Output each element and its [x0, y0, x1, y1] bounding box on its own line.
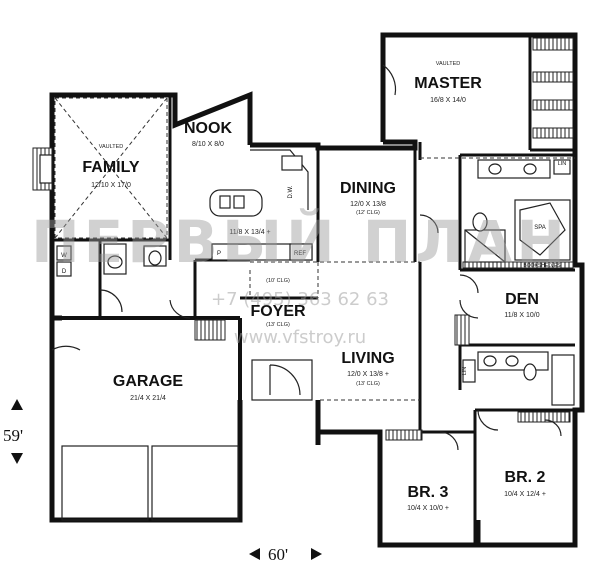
svg-text:BR. 2: BR. 2 [505, 469, 546, 486]
width-dimension: 60' [249, 545, 322, 564]
svg-text:10/4 X 10/0 +: 10/4 X 10/0 + [407, 505, 449, 512]
width-label: 60' [268, 545, 288, 564]
watermark-site: www.vfstroy.ru [234, 327, 366, 348]
room-label-foyer: FOYER (13' CLG) [250, 303, 306, 328]
svg-text:VAULTED: VAULTED [99, 144, 124, 150]
svg-text:BR. 3: BR. 3 [408, 484, 449, 501]
room-label-living: LIVING 12/0 X 13/8 + (13' CLG) [341, 350, 394, 387]
bookshelves-label: BOOKSHELVES [523, 263, 561, 269]
svg-text:16/8 X 14/0: 16/8 X 14/0 [430, 97, 466, 104]
svg-text:11/8 X 10/0: 11/8 X 10/0 [504, 312, 539, 319]
svg-text:10/4 X 12/4 +: 10/4 X 12/4 + [504, 491, 546, 498]
room-label-br3: BR. 3 10/4 X 10/0 + [407, 484, 449, 512]
room-label-den: DEN 11/8 X 10/0 [504, 291, 539, 319]
svg-text:(13' CLG): (13' CLG) [356, 381, 380, 387]
svg-text:(12' CLG): (12' CLG) [356, 210, 380, 216]
room-label-nook: NOOK 8/10 X 8/0 [184, 120, 232, 148]
watermark-phone: +7 (495) 363 62 63 [211, 289, 389, 310]
arrow-up-icon [11, 399, 23, 410]
dashed-openings [54, 97, 575, 401]
arrow-left-icon [249, 548, 260, 560]
spa-label: SPA [534, 225, 546, 231]
svg-text:8/10 X 8/0: 8/10 X 8/0 [192, 141, 224, 148]
svg-text:12/0 X 13/8 +: 12/0 X 13/8 + [347, 371, 389, 378]
svg-text:MASTER: MASTER [414, 75, 482, 92]
arrow-down-icon [11, 453, 23, 464]
exterior-walls [49, 32, 585, 548]
room-label-garage: GARAGE 21/4 X 21/4 [113, 373, 184, 402]
svg-text:GARAGE: GARAGE [113, 373, 184, 390]
svg-text:11/8 X 13/4 +: 11/8 X 13/4 + [229, 229, 270, 236]
svg-text:12/0 X 13/8: 12/0 X 13/8 [350, 201, 386, 208]
room-label-dining: DINING 12/0 X 13/8 (12' CLG) [340, 180, 396, 216]
hall-bath-fixtures [462, 351, 575, 406]
svg-text:12/10 X 17/0: 12/10 X 17/0 [91, 182, 131, 189]
garage-side-door [51, 345, 81, 351]
watermark-brand: ПЕРВЫЙ ПЛАН [31, 207, 569, 276]
linen-bath-label: LIN [462, 367, 468, 376]
garage-doors [61, 445, 239, 521]
watermark: ПЕРВЫЙ ПЛАН +7 (495) 363 62 63 www.vfstr… [31, 207, 569, 348]
closets [197, 37, 574, 441]
depth-label: 59' [3, 426, 23, 445]
room-label-kitchen: 11/8 X 13/4 + [229, 229, 270, 236]
room-label-br2: BR. 2 10/4 X 12/4 + [504, 469, 546, 498]
svg-text:21/4 X 21/4: 21/4 X 21/4 [130, 395, 166, 402]
pantry-label: P [217, 251, 221, 257]
hall-ceiling-label: (10' CLG) [266, 278, 290, 284]
linen-master-label: LIN [558, 161, 567, 167]
kitchen-fixtures [209, 149, 313, 261]
svg-text:FOYER: FOYER [250, 303, 306, 320]
svg-text:VAULTED: VAULTED [436, 61, 461, 67]
laundry-fixtures [56, 243, 167, 277]
ref-label: REF [294, 251, 306, 257]
svg-text:NOOK: NOOK [184, 120, 232, 137]
washer-label: W [61, 253, 67, 259]
room-label-master: VAULTED MASTER 16/8 X 14/0 [414, 61, 482, 104]
svg-text:(13' CLG): (13' CLG) [266, 322, 290, 328]
dryer-label: D [62, 269, 67, 275]
svg-text:LIVING: LIVING [341, 350, 394, 367]
room-label-family: VAULTED FAMILY 12/10 X 17/0 [82, 144, 140, 189]
svg-text:DEN: DEN [505, 291, 539, 308]
foyer-fixtures [194, 319, 313, 401]
depth-dimension: 59' [3, 399, 23, 464]
dishwasher-label: D.W. [288, 185, 294, 198]
master-bath-fixtures [464, 159, 571, 263]
door-swings [99, 64, 562, 451]
svg-text:FAMILY: FAMILY [82, 159, 140, 176]
arrow-right-icon [311, 548, 322, 560]
svg-text:DINING: DINING [340, 180, 396, 197]
fireplace [32, 147, 53, 191]
